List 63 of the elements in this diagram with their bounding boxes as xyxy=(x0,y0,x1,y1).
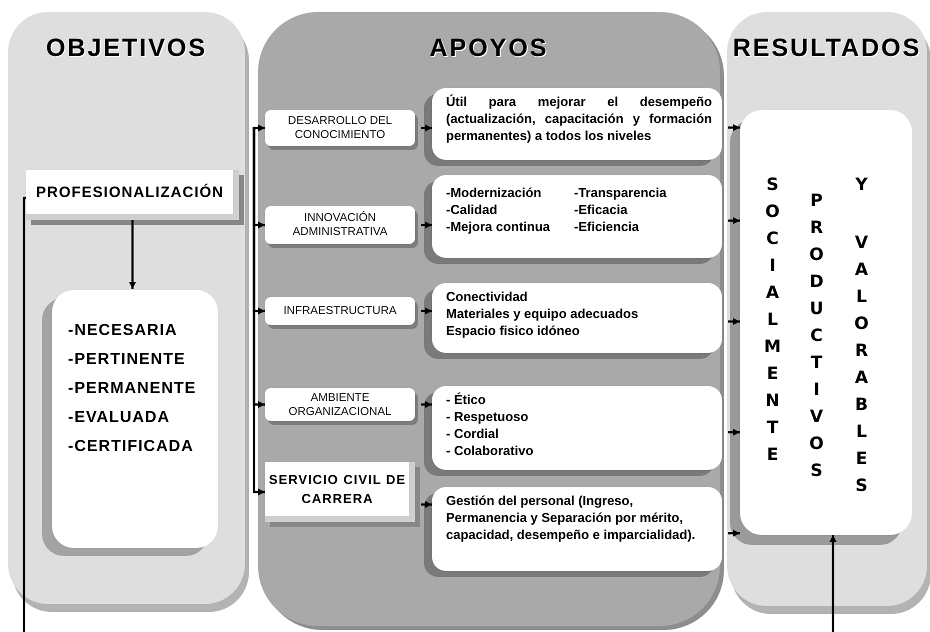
list-item: -EVALUADA xyxy=(68,408,172,428)
vertical-word: Y xyxy=(854,174,869,197)
arrow xyxy=(728,428,740,436)
list-box xyxy=(52,290,218,548)
text-box xyxy=(432,88,722,160)
vertical-word: PRODUCTIVOS xyxy=(808,190,825,483)
title-box xyxy=(265,462,415,522)
text-box xyxy=(432,283,722,353)
vertical-word: VALORABLES xyxy=(853,232,870,498)
box-text: Útil para mejorar el desempeño (actualización, capacitación y formación permanentes) a todos los niveles xyxy=(446,93,712,144)
box-label: DESARROLLO DEL CONOCIMIENTO xyxy=(286,114,394,142)
list-item: -Eficiencia xyxy=(574,218,640,235)
box-text: - Cordial xyxy=(446,425,500,442)
arrow xyxy=(728,217,740,224)
box-text: - Ético xyxy=(446,391,487,408)
arrow xyxy=(129,220,136,289)
box-text: Espacio fisico idóneo xyxy=(446,322,581,339)
column-panel xyxy=(727,12,927,606)
box-text: - Colaborativo xyxy=(446,442,534,459)
arrow xyxy=(830,535,836,632)
list-item: -Mejora continua xyxy=(446,218,552,235)
result-box xyxy=(740,110,912,535)
box-label: INNOVACIÓN ADMINISTRATIVA xyxy=(292,211,388,239)
label-box xyxy=(265,206,415,244)
label-box xyxy=(265,110,415,146)
vertical-word: SOCIALMENTE xyxy=(764,174,781,467)
arrow xyxy=(421,501,432,508)
arrow xyxy=(252,124,265,132)
connector-line xyxy=(22,196,27,632)
list-item: -Eficacia xyxy=(574,201,628,218)
box-label: AMBIENTE ORGANIZACIONAL xyxy=(288,390,392,418)
arrow xyxy=(421,124,432,132)
box-label: PROFESIONALIZACIÓN xyxy=(36,182,225,204)
panel-heading: OBJETIVOS xyxy=(44,34,208,63)
list-item: -PERMANENTE xyxy=(68,379,198,399)
column-panel xyxy=(8,12,245,604)
list-item: -NECESARIA xyxy=(68,321,179,341)
text-box xyxy=(432,487,722,571)
text-box xyxy=(432,386,722,470)
list-box xyxy=(432,175,722,258)
box-label: SERVICIO CIVIL DE CARRERA xyxy=(268,471,408,508)
arrow xyxy=(421,308,432,314)
title-box xyxy=(26,170,239,220)
label-box xyxy=(265,297,415,325)
box-label: INFRAESTRUCTURA xyxy=(283,304,397,318)
list-item: -Calidad xyxy=(446,201,498,218)
list-item: -Transparencia xyxy=(574,184,668,201)
arrow xyxy=(421,222,432,228)
label-box xyxy=(265,388,415,421)
list-item: -Modernización xyxy=(446,184,542,201)
arrow xyxy=(728,530,740,537)
arrow xyxy=(728,124,740,132)
panel-heading: RESULTADOS xyxy=(732,34,922,63)
arrow xyxy=(252,127,265,496)
list-item: -PERTINENTE xyxy=(68,350,187,370)
arrow xyxy=(421,401,432,408)
box-text: Gestión del personal (Ingreso, Permanencia y Separación por mérito, capacidad, desempeño e imparcialidad). xyxy=(446,492,696,543)
arrow xyxy=(728,318,740,325)
box-text: - Respetuoso xyxy=(446,408,530,425)
box-text: Conectividad xyxy=(446,288,529,305)
box-text: Materiales y equipo adecuados xyxy=(446,305,640,322)
panel-heading: APOYOS xyxy=(428,34,550,63)
list-item: -CERTIFICADA xyxy=(68,437,195,457)
